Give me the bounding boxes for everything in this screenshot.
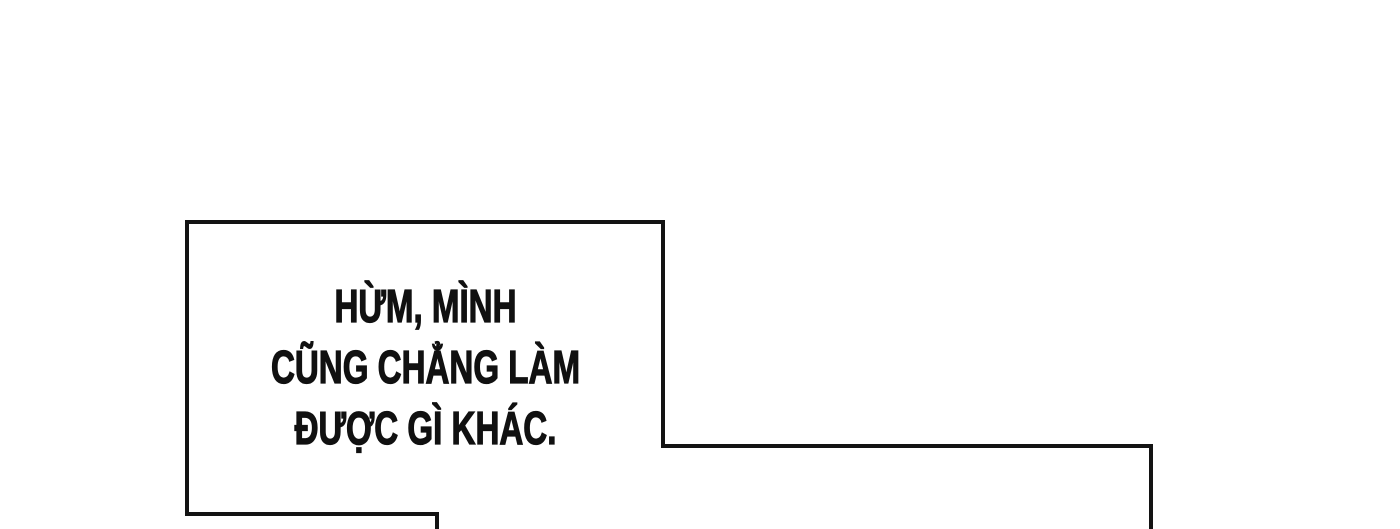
speech-line-3: ĐƯỢC GÌ KHÁC. bbox=[294, 401, 557, 454]
speech-box: HỪM, MÌNH CŨNG CHẲNG LÀM ĐƯỢC GÌ KHÁC. bbox=[187, 276, 664, 459]
speech-line-2: CŨNG CHẲNG LÀM bbox=[270, 340, 581, 393]
caption-box-outline bbox=[185, 220, 1153, 529]
speech-line-1: HỪM, MÌNH bbox=[334, 279, 517, 332]
